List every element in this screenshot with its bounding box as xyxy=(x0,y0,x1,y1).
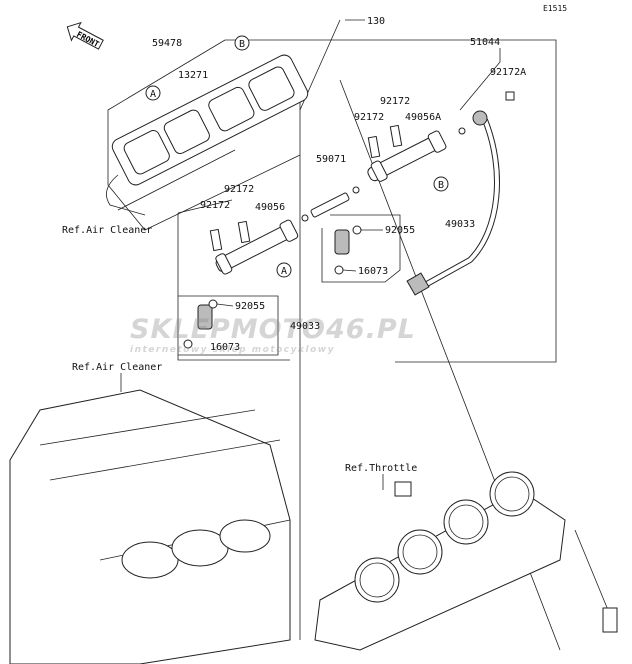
ref-air-cleaner-top: Ref.Air Cleaner xyxy=(62,225,152,236)
svg-text:A: A xyxy=(150,89,156,100)
injector-cap-92172 xyxy=(389,124,403,148)
label-49056: 49056 xyxy=(255,202,285,213)
svg-text:A: A xyxy=(281,266,287,277)
label-92172: 92172 xyxy=(354,112,384,123)
label-13271: 13271 xyxy=(178,70,208,81)
label-49033: 49033 xyxy=(445,219,475,230)
hose-fitting xyxy=(472,110,488,126)
label-130: 130 xyxy=(367,16,385,27)
label-92172: 92172 xyxy=(224,184,254,195)
fuel-rail-49056 xyxy=(215,219,299,275)
svg-text:B: B xyxy=(239,39,245,50)
label-51044: 51044 xyxy=(470,37,500,48)
watermark: SKLEPMOTO46.PL internetowy sklep motocyk… xyxy=(130,314,416,355)
marker-b: B xyxy=(234,35,250,51)
marker-b: B xyxy=(433,176,449,192)
label-59478: 59478 xyxy=(152,38,182,49)
svg-text:SKLEPMOTO46.PL: SKLEPMOTO46.PL xyxy=(130,314,416,345)
group-frame-right xyxy=(225,39,557,363)
ref-air-cleaner-bottom: Ref.Air Cleaner xyxy=(72,362,162,373)
cover-59478 xyxy=(111,54,309,186)
injector-cap-92172 xyxy=(367,135,381,159)
label-49056A: 49056A xyxy=(405,112,441,123)
fuel-rail-49056A xyxy=(367,130,447,182)
label-16073: 16073 xyxy=(210,342,240,353)
air-cleaner-housing xyxy=(9,389,291,664)
throttle-body-assembly xyxy=(314,471,618,651)
front-arrow-icon: FRONT xyxy=(66,21,104,50)
label-92055: 92055 xyxy=(385,225,415,236)
diagram-code: E1515 xyxy=(543,4,567,13)
marker-a: A xyxy=(145,85,161,101)
pipe-59071 xyxy=(310,192,350,218)
group-frame-cover xyxy=(107,39,301,231)
svg-text:B: B xyxy=(438,180,444,191)
injector-49033-right xyxy=(334,229,350,255)
label-16073: 16073 xyxy=(358,266,388,277)
label-92172: 92172 xyxy=(380,96,410,107)
group-frame-left xyxy=(177,213,290,361)
ref-throttle: Ref.Throttle xyxy=(345,463,417,474)
label-59071: 59071 xyxy=(316,154,346,165)
label-49033: 49033 xyxy=(290,321,320,332)
label-92055: 92055 xyxy=(235,301,265,312)
marker-a: A xyxy=(276,262,292,278)
label-92172: 92172 xyxy=(200,200,230,211)
svg-text:internetowy sklep motocyklowy: internetowy sklep motocyklowy xyxy=(130,345,335,355)
injector-49033-left xyxy=(197,304,213,330)
label-92172A: 92172A xyxy=(490,67,526,78)
